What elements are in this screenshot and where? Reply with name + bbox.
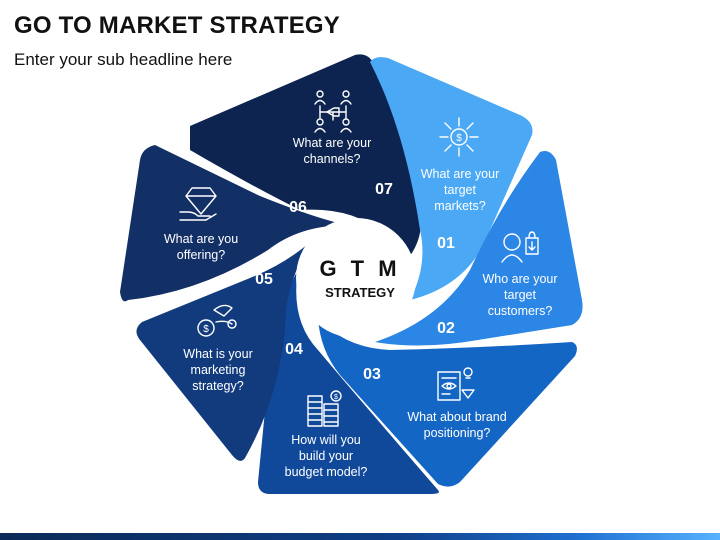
segment-06-shape — [120, 145, 348, 302]
segment-02-shape — [375, 151, 583, 346]
segment-04-shape — [258, 270, 439, 494]
bottom-accent-bar — [0, 533, 720, 540]
svg-text:$: $ — [203, 324, 209, 335]
segment-02[interactable]: Who are your target customers? 02 — [375, 151, 583, 346]
segment-07-line-2: channels? — [304, 152, 361, 166]
segment-04-line-1: How will you — [291, 433, 361, 447]
segment-04-line-2: build your — [299, 449, 353, 463]
segment-05-shape — [136, 235, 318, 461]
segment-01-number: 01 — [437, 235, 455, 252]
segment-01[interactable]: $ What are your target markets? 01 — [370, 57, 533, 300]
brand-document-icon — [437, 367, 475, 401]
segment-06[interactable]: What are you offering? 06 — [120, 145, 348, 302]
svg-text:$: $ — [456, 133, 462, 144]
coins-budget-icon: $ — [307, 390, 342, 427]
segment-05-line-1: What is your — [183, 347, 252, 361]
segment-02-line-1: Who are your — [482, 272, 557, 286]
segment-05-number: 05 — [255, 271, 273, 288]
segment-04[interactable]: $ How will you build your budget model? … — [258, 270, 439, 494]
segment-06-line-1: What are you — [164, 232, 238, 246]
segment-07-line-1: What are your — [293, 136, 372, 150]
segment-02-line-2: target — [504, 288, 536, 302]
page-subtitle: Enter your sub headline here — [14, 50, 233, 69]
segment-06-number: 06 — [289, 199, 307, 216]
segment-03-number: 03 — [363, 366, 381, 383]
segment-03-shape — [318, 318, 577, 487]
marketing-money-icon: $ — [197, 304, 237, 337]
segment-05[interactable]: $ What is your marketing strategy? 05 — [136, 235, 318, 461]
segment-07-number: 07 — [375, 181, 393, 198]
segment-03-line-2: positioning? — [424, 426, 491, 440]
center-title: G T M — [319, 256, 400, 281]
segment-05-line-2: marketing — [191, 363, 246, 377]
svg-text:$: $ — [334, 394, 338, 401]
segment-04-line-3: budget model? — [285, 465, 368, 479]
segment-03[interactable]: What about brand positioning? 03 — [318, 318, 577, 487]
segment-07[interactable]: What are your channels? 07 — [190, 54, 421, 263]
segment-01-line-3: markets? — [434, 199, 485, 213]
segment-06-line-2: offering? — [177, 248, 225, 262]
page-title: GO TO MARKET STRATEGY — [14, 12, 340, 39]
segment-07-shape — [190, 54, 421, 263]
segment-01-shape — [370, 57, 533, 300]
segment-02-line-3: customers? — [488, 304, 553, 318]
diamond-offering-icon — [179, 187, 217, 221]
target-markets-icon: $ — [439, 117, 479, 157]
segment-05-line-3: strategy? — [192, 379, 243, 393]
segment-04-number: 04 — [285, 341, 303, 358]
segment-01-line-1: What are your — [421, 167, 500, 181]
segment-01-line-2: target — [444, 183, 476, 197]
customer-shopping-icon — [501, 231, 539, 263]
segment-02-number: 02 — [437, 320, 455, 337]
segment-03-line-1: What about brand — [407, 410, 506, 424]
center-subtitle: STRATEGY — [325, 285, 395, 300]
center-circle — [296, 218, 416, 338]
channels-network-icon — [314, 90, 352, 133]
